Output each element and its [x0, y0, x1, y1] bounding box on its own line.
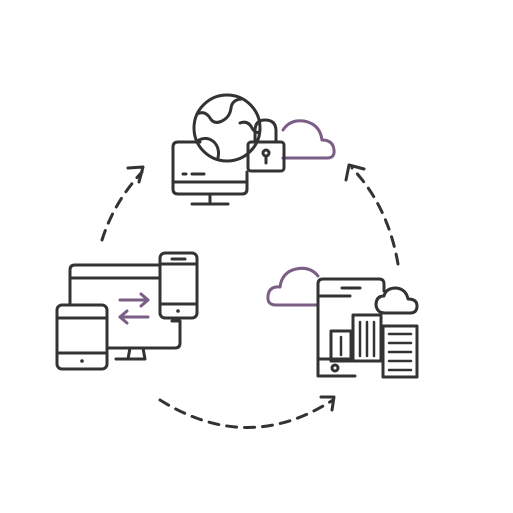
- buildings-icon: [329, 313, 419, 379]
- connector-secure-to-city: [344, 163, 400, 266]
- cloud-icon: [374, 286, 419, 315]
- padlock-icon: [246, 118, 286, 173]
- connector-devices-to-city: [158, 395, 336, 429]
- monitor-icon: [171, 140, 249, 206]
- node-device-sync: [55, 251, 199, 371]
- globe-icon: [192, 93, 262, 163]
- cloud-icon: [281, 119, 336, 160]
- tablet-icon: [316, 277, 386, 378]
- monitor-icon: [68, 263, 182, 361]
- connector-devices-to-secure: [100, 165, 145, 242]
- sync-arrows-icon: [118, 292, 150, 325]
- node-cloud-city-tablet: [266, 266, 419, 379]
- cloud-icon: [266, 266, 320, 307]
- node-secure-cloud: [171, 93, 336, 206]
- tablet-icon: [55, 303, 109, 371]
- smartphone-icon: [158, 251, 199, 320]
